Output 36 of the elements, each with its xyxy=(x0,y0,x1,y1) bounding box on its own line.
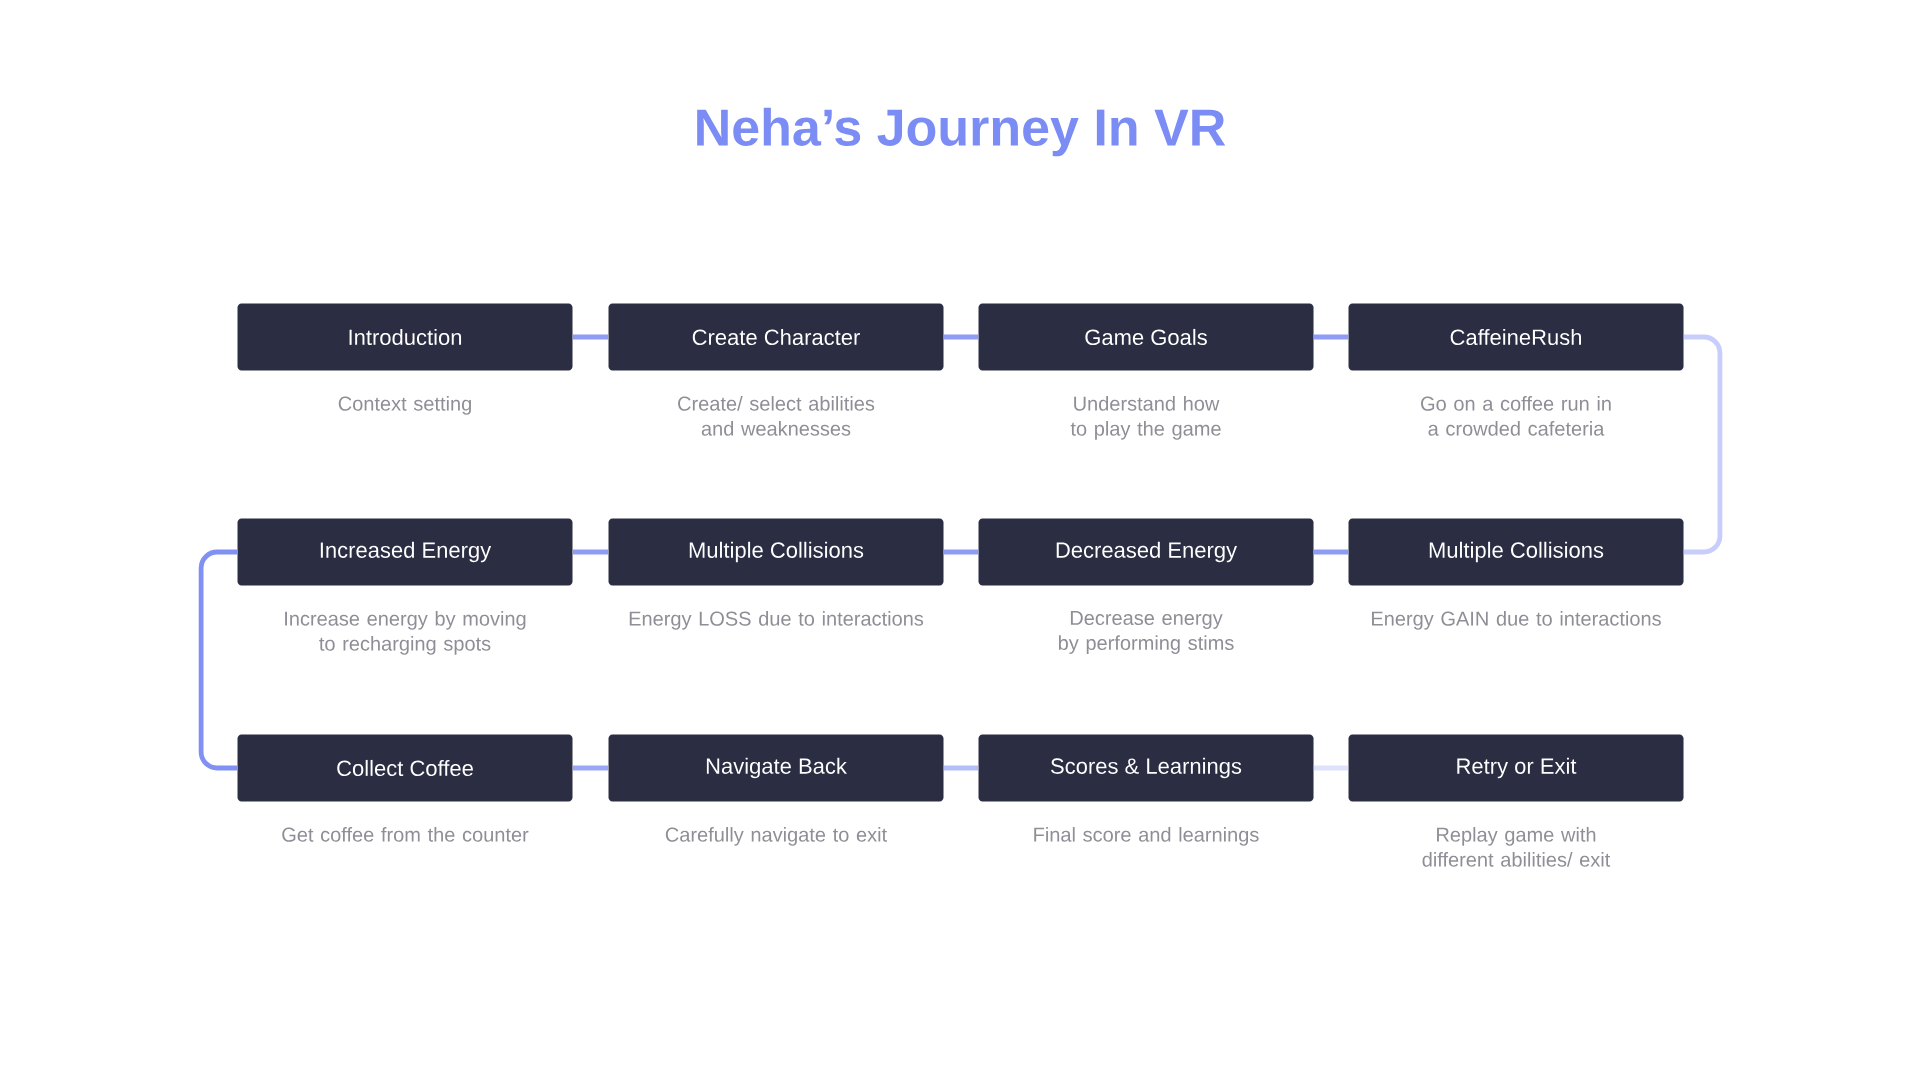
connector-line xyxy=(572,334,609,340)
connector-line xyxy=(572,549,609,555)
connector-line xyxy=(1683,334,1723,555)
description-text: Increase energy by moving to recharging spots xyxy=(285,611,526,655)
description-text: Final score and learnings xyxy=(1034,827,1259,846)
step-box: Decreased Energy xyxy=(978,518,1314,586)
step-box: Multiple Collisions xyxy=(608,518,944,586)
description-text: Understand how to play the game xyxy=(1070,396,1221,440)
connector-line xyxy=(1313,334,1349,340)
description-text: Create/ select abilities and weaknesses xyxy=(678,396,875,436)
connector-line xyxy=(943,765,979,771)
step-box: Navigate Back xyxy=(608,734,944,802)
step-box: CaffeineRush xyxy=(1348,303,1684,371)
step-box: Create Character xyxy=(608,303,944,371)
title: Neha’s Journey In VR xyxy=(697,107,1226,157)
description-text: Context setting xyxy=(338,396,471,415)
step-box: Scores & Learnings xyxy=(978,734,1314,802)
connector-line xyxy=(943,549,979,555)
description-text: Carefully navigate to exit xyxy=(665,827,887,846)
connector-line xyxy=(1313,549,1349,555)
step-box: Multiple Collisions xyxy=(1348,518,1684,586)
connector-line xyxy=(943,334,979,340)
step-box: Collect Coffee xyxy=(237,734,573,802)
description-text: Get coffee from the counter xyxy=(282,827,529,842)
connector-line xyxy=(1313,765,1349,771)
description-text: Go on a coffee run in a crowded cafeteria xyxy=(1421,396,1611,436)
step-box: Introduction xyxy=(237,303,573,371)
description-text: Energy GAIN due to interactions xyxy=(1372,611,1661,630)
description-text: Energy LOSS due to interactions xyxy=(629,611,924,630)
step-box: Increased Energy xyxy=(237,518,573,586)
description-text: Decrease energy by performing stims xyxy=(1058,611,1234,654)
step-box: Game Goals xyxy=(978,303,1314,371)
description-text: Replay game with different abilities/ exit xyxy=(1422,827,1611,867)
connector-line xyxy=(572,765,609,771)
step-box: Retry or Exit xyxy=(1348,734,1684,802)
connector-line xyxy=(198,549,238,771)
